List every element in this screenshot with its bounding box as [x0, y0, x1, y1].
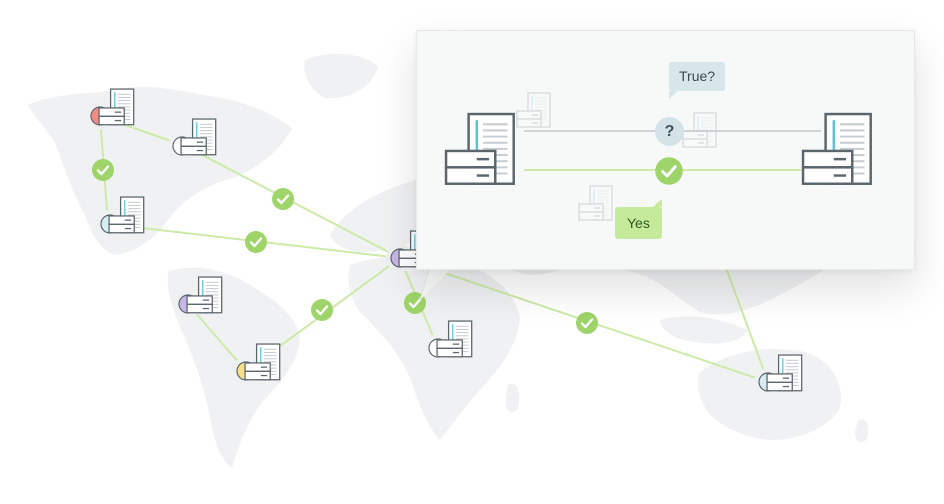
answer-bubble: Yes [615, 199, 662, 239]
continent-madagascar [505, 383, 520, 413]
check-circle-icon [575, 311, 599, 335]
question-icon: ? [655, 117, 684, 146]
server-node-brazil[interactable] [230, 343, 300, 403]
check-circle-icon [310, 298, 334, 322]
continent-greenland [304, 53, 378, 99]
continent-new-zealand [854, 419, 869, 443]
server-node-africa[interactable] [422, 320, 492, 380]
server-node-canada[interactable] [166, 118, 236, 178]
server-icon [444, 112, 515, 185]
check-circle-icon [654, 156, 684, 186]
server-node-australia[interactable] [752, 354, 822, 414]
popup-diagram [444, 92, 872, 221]
popup-pointer [420, 264, 456, 301]
server-icon [801, 112, 872, 185]
check-circle-icon [271, 187, 295, 211]
check-circle-icon [244, 230, 268, 254]
server-node-europe[interactable] [384, 230, 454, 290]
continent-indonesia [660, 316, 748, 344]
server-node-usa[interactable] [94, 196, 164, 256]
link-colombia-brazil [187, 303, 247, 372]
server-node-colombia[interactable] [172, 276, 242, 336]
question-bubble: True? [669, 62, 726, 99]
link-asia-australia [724, 264, 769, 383]
server-node-alaska[interactable] [84, 88, 154, 148]
check-circle-icon [91, 158, 115, 182]
continent-north-america [28, 86, 292, 256]
